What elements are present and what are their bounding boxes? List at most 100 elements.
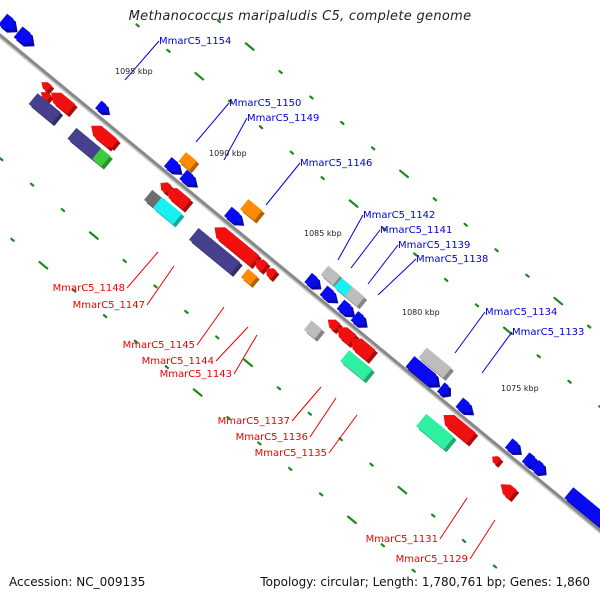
scale-label: 1095 kbp	[115, 67, 153, 76]
forward-gene-label: MmarC5_1141	[380, 225, 452, 236]
leader-line	[223, 117, 248, 161]
scale-label: 1075 kbp	[501, 384, 539, 393]
forward-gene-feature	[179, 169, 198, 188]
tick-mark	[492, 564, 498, 569]
tick-mark	[382, 226, 387, 232]
tick-mark	[494, 248, 499, 253]
reverse-gene-feature	[340, 350, 375, 384]
tick-mark	[135, 23, 140, 28]
tick-mark	[536, 354, 541, 359]
tick-mark	[258, 125, 264, 130]
tick-mark	[192, 388, 203, 397]
forward-gene-feature	[0, 13, 18, 33]
backbone-line	[0, 33, 600, 532]
gene-feature-face	[92, 148, 111, 167]
label-leader-lines	[124, 40, 513, 560]
tick-mark	[257, 441, 262, 446]
tick-mark	[88, 231, 99, 240]
leader-line	[377, 258, 417, 296]
forward-gene-label: MmarC5_1134	[485, 307, 557, 318]
leader-line	[454, 311, 486, 354]
forward-gene-label: MmarC5_1139	[398, 240, 470, 251]
forward-gene-feature	[344, 286, 368, 310]
reverse-gene-feature	[92, 148, 113, 170]
reverse-gene-feature	[416, 413, 457, 453]
gene-feature-face	[144, 189, 162, 208]
tick-mark	[216, 19, 222, 24]
forward-gene-feature	[224, 206, 245, 226]
gene-feature-face	[340, 350, 373, 381]
forward-gene-label: MmarC5_1142	[363, 210, 435, 221]
tick-mark	[553, 296, 564, 306]
gene-feature-face	[564, 487, 600, 525]
tick-mark	[370, 146, 376, 151]
gene-feature-face	[163, 157, 181, 172]
reverse-gene-label: MmarC5_1147	[73, 300, 145, 311]
gene-feature-face	[13, 26, 33, 44]
reverse-gene-feature	[67, 127, 104, 162]
leader-line	[481, 331, 513, 374]
forward-gene-label: MmarC5_1150	[229, 98, 301, 109]
leader-line	[195, 102, 230, 143]
tick-mark	[278, 69, 283, 75]
gene-feature-face	[436, 382, 449, 395]
reverse-gene-feature	[266, 268, 280, 282]
tick-mark	[102, 314, 108, 319]
map-title: Methanococcus maripaludis C5, complete g…	[128, 9, 472, 24]
forward-gene-feature	[13, 26, 35, 47]
reverse-gene-label: MmarC5_1135	[255, 448, 327, 459]
gene-feature-face	[344, 286, 365, 307]
forward-gene-feature	[240, 199, 265, 224]
reverse-gene-label: MmarC5_1131	[366, 534, 438, 545]
gene-features	[0, 13, 600, 528]
tick-mark	[307, 411, 313, 416]
tick-mark	[502, 326, 513, 336]
scale-label: 1090 kbp	[209, 149, 247, 158]
forward-gene-label: MmarC5_1138	[416, 254, 488, 265]
gene-feature-face	[336, 299, 353, 315]
forward-gene-feature	[531, 459, 547, 477]
forward-gene-feature	[95, 100, 111, 116]
reverse-gene-feature	[166, 188, 194, 213]
tick-mark	[318, 492, 324, 497]
tick-mark	[244, 42, 255, 51]
tick-mark	[430, 513, 436, 518]
gene-feature-face	[504, 438, 520, 453]
reverse-gene-label: MmarC5_1148	[53, 283, 125, 294]
tick-mark	[287, 466, 293, 471]
gene-labels: MmarC5_1154MmarC5_1150MmarC5_1149MmarC5_…	[53, 36, 585, 565]
tick-mark	[399, 169, 409, 179]
tick-mark	[369, 462, 374, 467]
gene-feature-face	[166, 188, 191, 210]
gene-feature-face	[28, 93, 61, 124]
gene-feature-face	[240, 268, 258, 285]
forward-gene-feature	[504, 438, 522, 456]
tick-mark	[214, 335, 220, 340]
leader-line	[309, 397, 337, 438]
gene-feature-face	[214, 227, 260, 267]
reverse-gene-label: MmarC5_1137	[218, 416, 290, 427]
tick-mark	[443, 277, 449, 282]
gene-feature-face	[521, 452, 537, 467]
reverse-gene-feature	[28, 93, 64, 127]
gene-feature-face	[333, 277, 353, 297]
gene-feature-face	[320, 265, 341, 286]
leader-line	[233, 334, 258, 375]
leader-line	[350, 229, 381, 269]
reverse-gene-feature	[107, 136, 121, 151]
genome-backbone	[0, 33, 600, 534]
gene-feature-face	[303, 320, 323, 339]
reverse-gene-feature	[492, 456, 504, 468]
gene-feature-face	[418, 347, 452, 378]
gene-feature-face	[152, 197, 182, 225]
backbone-shadow	[0, 35, 600, 534]
leader-line	[337, 214, 364, 261]
tick-mark	[29, 182, 35, 187]
tick-mark	[309, 95, 314, 100]
tick-mark	[122, 258, 127, 264]
tick-mark	[166, 48, 171, 53]
gene-feature-face	[178, 152, 197, 171]
tick-mark	[397, 485, 408, 495]
gene-feature-face	[443, 414, 476, 444]
